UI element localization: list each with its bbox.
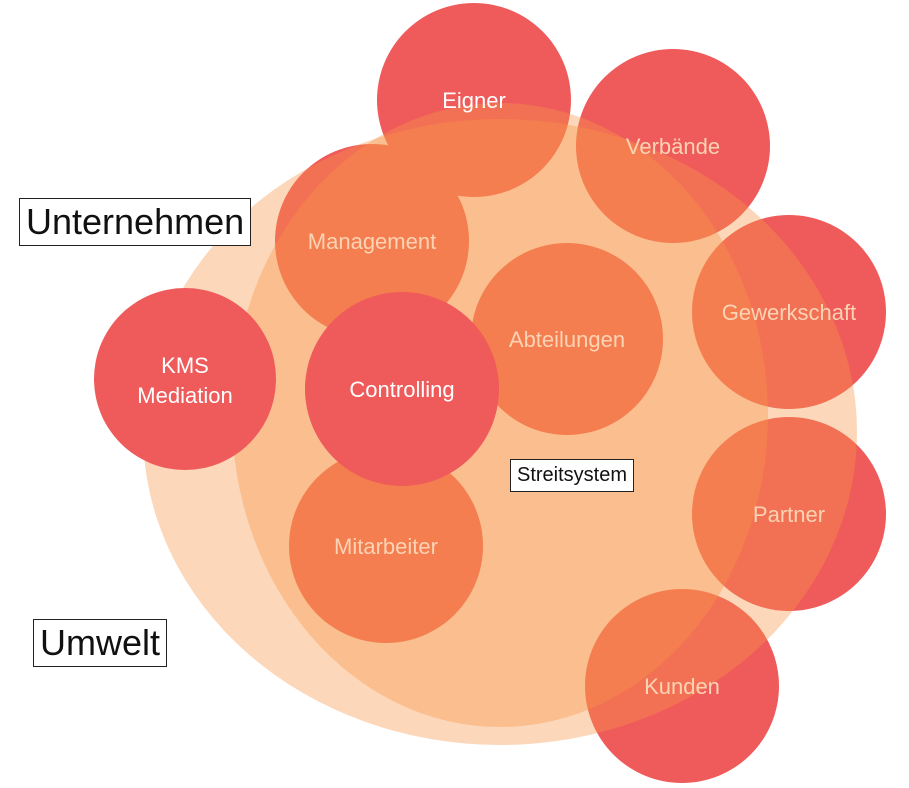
label-streitsystem: Streitsystem	[510, 459, 635, 492]
label-verbaende: Verbände	[626, 134, 720, 159]
circle-kms-mediation	[94, 288, 276, 470]
label-umwelt: Umwelt	[33, 619, 168, 667]
label-mitarbeiter: Mitarbeiter	[334, 534, 438, 559]
label-gewerkschaft: Gewerkschaft	[722, 300, 857, 325]
label-unternehmen: Unternehmen	[19, 198, 252, 246]
circle-verbaende	[576, 49, 770, 243]
label-abteilungen: Abteilungen	[509, 327, 625, 352]
label-eigner: Eigner	[442, 88, 506, 113]
circle-labels: Eigner Verbände Management Gewerkschaft …	[137, 88, 856, 699]
circle-mitarbeiter	[289, 449, 483, 643]
top-circles	[94, 288, 499, 486]
circle-eigner	[377, 3, 571, 197]
label-kms: KMS	[161, 353, 209, 378]
circle-management	[275, 144, 469, 338]
circle-controlling	[305, 292, 499, 486]
circle-kunden	[585, 589, 779, 783]
label-partner: Partner	[753, 502, 825, 527]
environment-ellipse	[143, 119, 857, 745]
company-ellipse	[232, 103, 768, 727]
circle-partner	[692, 417, 886, 611]
under-circles	[275, 3, 886, 783]
circle-abteilungen	[471, 243, 663, 435]
circle-gewerkschaft	[692, 215, 886, 409]
label-controlling: Controlling	[349, 377, 454, 402]
label-management: Management	[308, 229, 436, 254]
label-mediation: Mediation	[137, 383, 232, 408]
label-kunden: Kunden	[644, 674, 720, 699]
